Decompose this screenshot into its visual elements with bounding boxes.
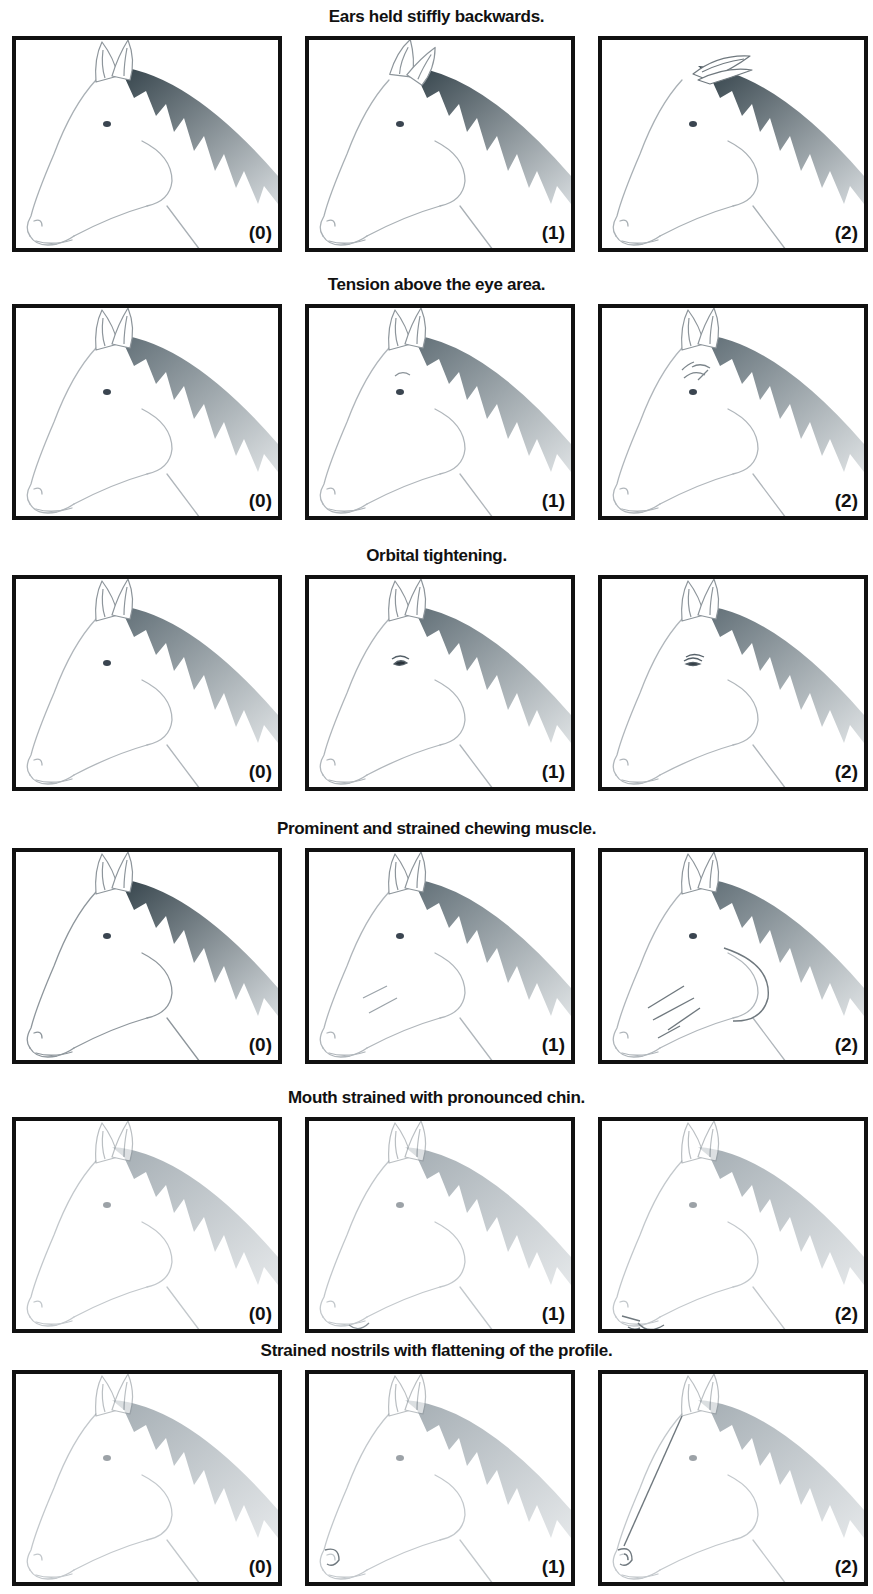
score-panel: (2) bbox=[598, 575, 868, 791]
row-heading: Orbital tightening. bbox=[0, 546, 873, 566]
score-label: (1) bbox=[542, 1303, 565, 1325]
score-panel: (0) bbox=[12, 36, 282, 252]
score-label: (2) bbox=[835, 761, 858, 783]
heading-text: Mouth strained with pronounced chin. bbox=[288, 1088, 585, 1107]
score-label: (1) bbox=[542, 222, 565, 244]
heading-text: Ears held stiffly backwards. bbox=[329, 7, 545, 26]
heading-text: Tension above the eye area. bbox=[328, 275, 545, 294]
heading-text: Orbital tightening. bbox=[366, 546, 507, 565]
score-panel: (1) bbox=[305, 848, 575, 1064]
score-panel: (0) bbox=[12, 848, 282, 1064]
score-label: (0) bbox=[249, 222, 272, 244]
heading-text: Strained nostrils with flattening of the… bbox=[261, 1341, 613, 1360]
score-panel: (0) bbox=[12, 1117, 282, 1333]
score-label: (2) bbox=[835, 222, 858, 244]
score-label: (2) bbox=[835, 1034, 858, 1056]
row-heading: Tension above the eye area. bbox=[0, 275, 873, 295]
score-panel: (1) bbox=[305, 1117, 575, 1333]
score-panel: (2) bbox=[598, 304, 868, 520]
score-label: (0) bbox=[249, 761, 272, 783]
heading-text: Prominent and strained chewing muscle. bbox=[277, 819, 596, 838]
score-panel: (1) bbox=[305, 1370, 575, 1586]
row-heading: Ears held stiffly backwards. bbox=[0, 7, 873, 27]
score-label: (0) bbox=[249, 1556, 272, 1578]
score-panel: (2) bbox=[598, 848, 868, 1064]
score-panel: (2) bbox=[598, 1370, 868, 1586]
score-label: (1) bbox=[542, 490, 565, 512]
score-panel: (0) bbox=[12, 575, 282, 791]
row-heading: Strained nostrils with flattening of the… bbox=[0, 1341, 873, 1361]
score-label: (1) bbox=[542, 761, 565, 783]
score-label: (0) bbox=[249, 1303, 272, 1325]
score-panel: (2) bbox=[598, 36, 868, 252]
score-panel: (0) bbox=[12, 304, 282, 520]
score-label: (0) bbox=[249, 490, 272, 512]
score-panel: (0) bbox=[12, 1370, 282, 1586]
score-label: (1) bbox=[542, 1556, 565, 1578]
score-label: (2) bbox=[835, 1556, 858, 1578]
score-label: (1) bbox=[542, 1034, 565, 1056]
score-label: (0) bbox=[249, 1034, 272, 1056]
score-label: (2) bbox=[835, 1303, 858, 1325]
score-panel: (1) bbox=[305, 575, 575, 791]
score-panel: (1) bbox=[305, 304, 575, 520]
score-panel: (2) bbox=[598, 1117, 868, 1333]
score-panel: (1) bbox=[305, 36, 575, 252]
score-label: (2) bbox=[835, 490, 858, 512]
row-heading: Prominent and strained chewing muscle. bbox=[0, 819, 873, 839]
row-heading: Mouth strained with pronounced chin. bbox=[0, 1088, 873, 1108]
